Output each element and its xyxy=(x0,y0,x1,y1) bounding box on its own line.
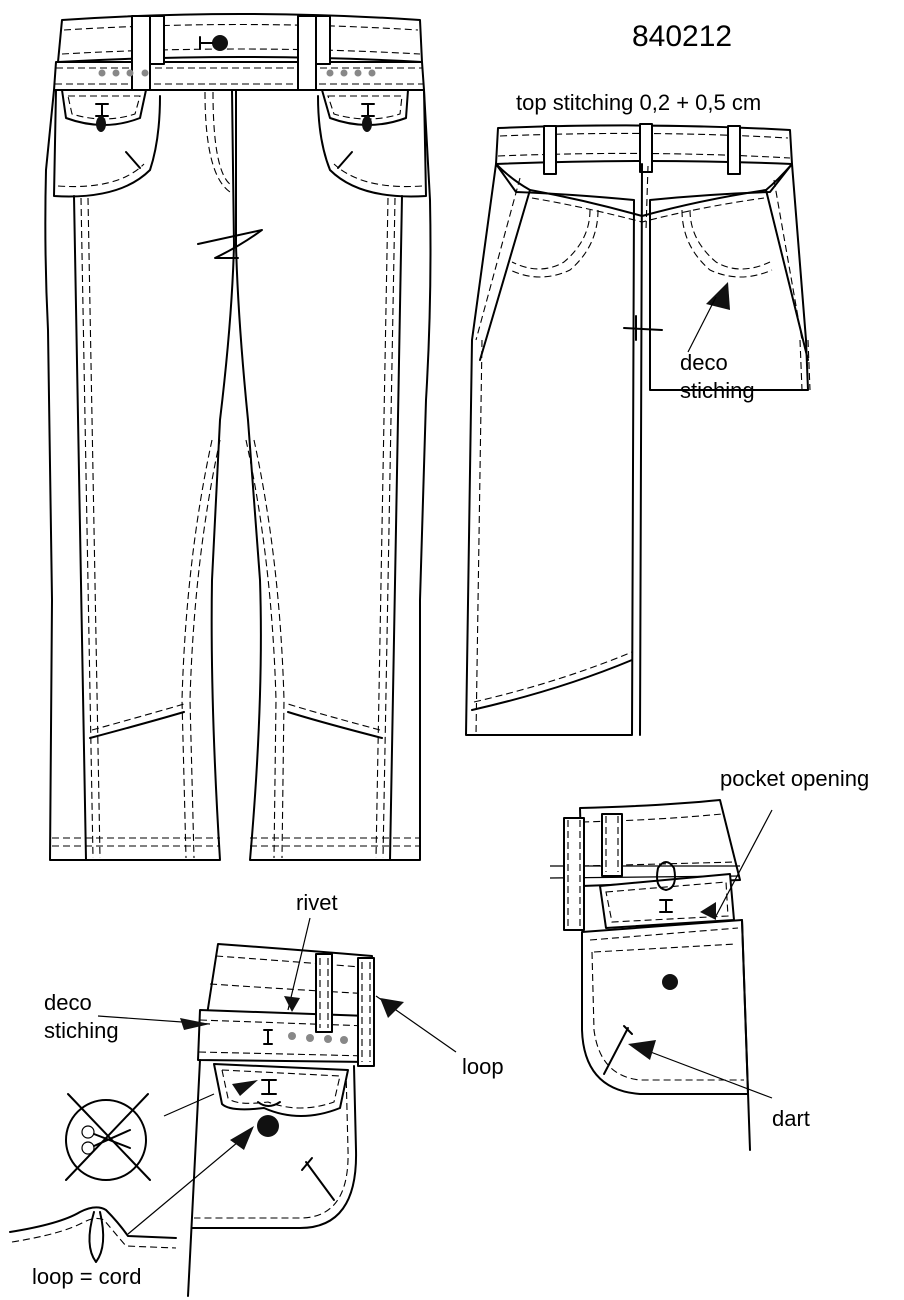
article-number: 840212 xyxy=(632,20,732,53)
front-pocket-detail-view xyxy=(549,799,773,1151)
crossed-out-scissors-icon xyxy=(65,1093,151,1181)
deco-stitching-back-label-line1: deco xyxy=(680,350,728,375)
deco-stitching-back-label-line2: stiching xyxy=(680,378,755,403)
loop-cord-label: loop = cord xyxy=(32,1264,141,1289)
waistband-detail-view xyxy=(97,917,457,1297)
front-view-trousers xyxy=(44,13,432,861)
loop-cord-sketch xyxy=(9,1206,177,1263)
dart-label: dart xyxy=(772,1106,810,1131)
rivet-label: rivet xyxy=(296,890,338,915)
deco-stitching-detail-label-line1: deco xyxy=(44,990,92,1015)
pocket-opening-label: pocket opening xyxy=(720,766,869,791)
back-view-trousers xyxy=(465,123,811,736)
deco-stitching-detail-label-line2: stiching xyxy=(44,1018,119,1043)
top-stitching-label: top stitching 0,2 + 0,5 cm xyxy=(516,90,761,115)
loop-label: loop xyxy=(462,1054,504,1079)
